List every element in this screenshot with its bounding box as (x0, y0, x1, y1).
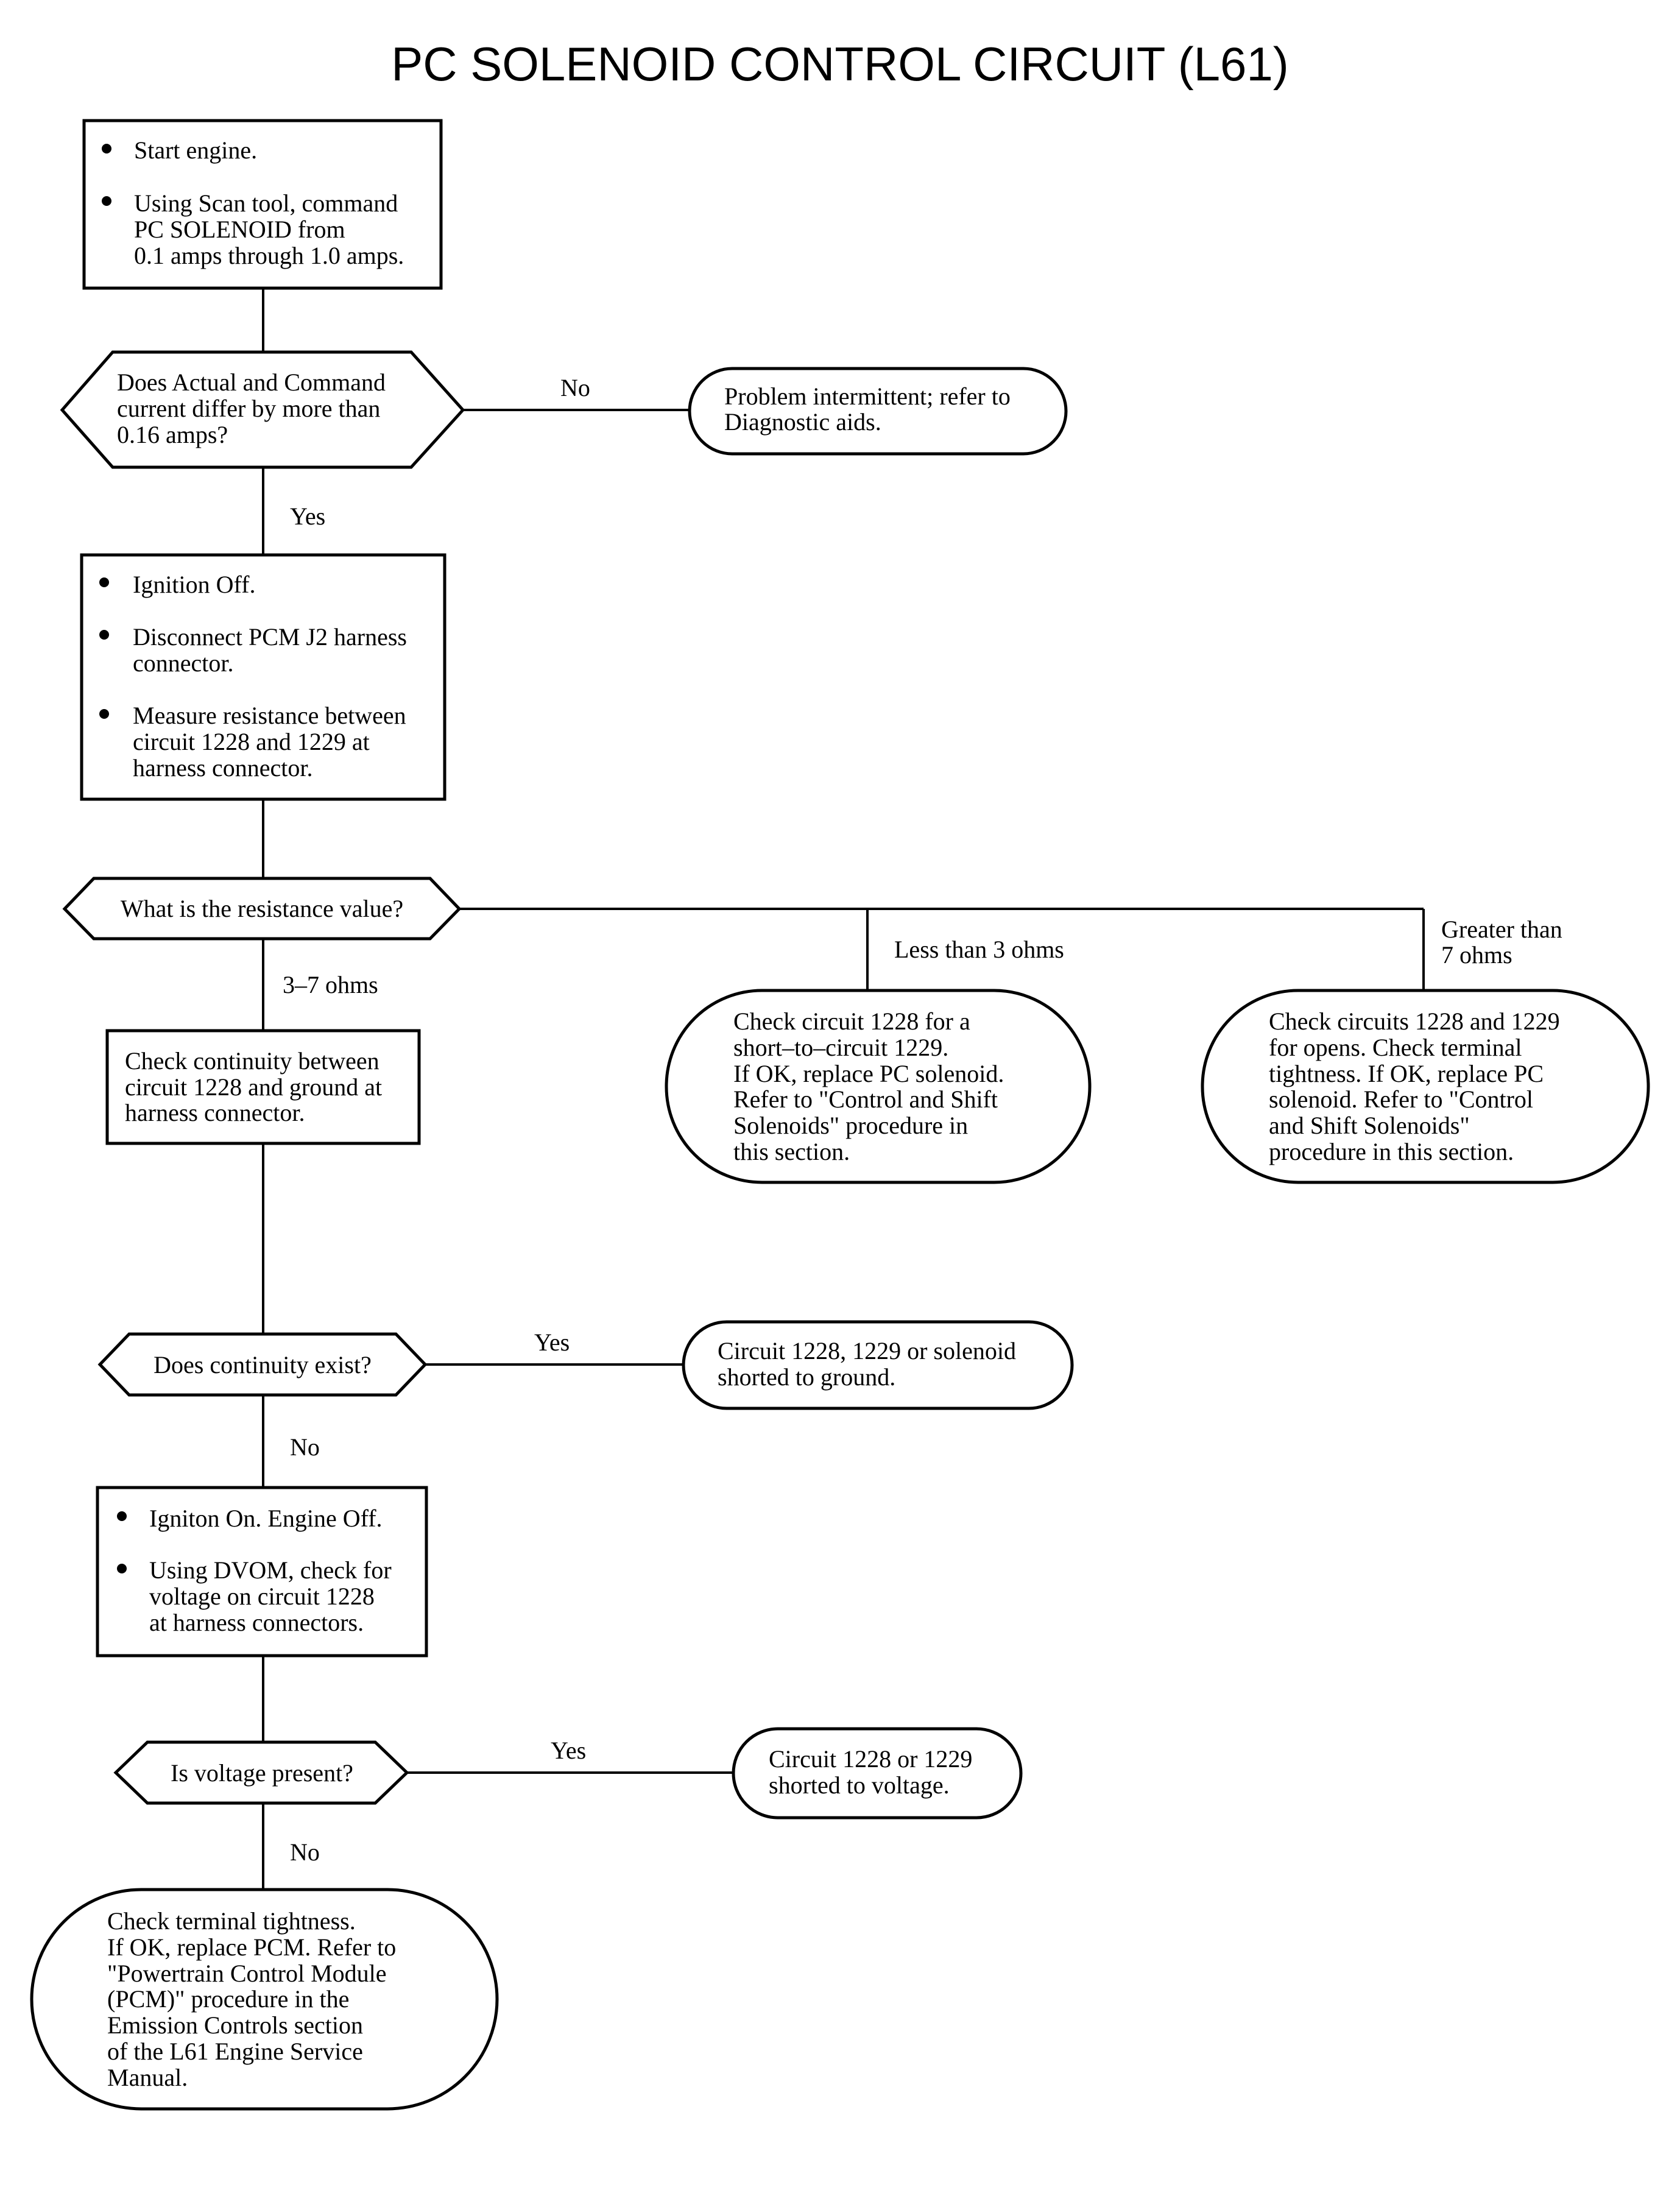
decision-resistance-diamond (62, 877, 462, 941)
bullet-dot (117, 1564, 127, 1573)
final-result-terminal (30, 1888, 499, 2111)
bullet-dot (99, 630, 109, 640)
voltage-box (96, 1486, 428, 1658)
open-result-terminal (1201, 989, 1650, 1184)
branch-label-greater-than-7: Greater than 7 ohms (1441, 916, 1569, 969)
bullet-dot (99, 577, 109, 587)
decision-voltage-text: Is voltage present? (171, 1759, 353, 1787)
bullet-dot (102, 196, 111, 206)
page-title: PC SOLENOID CONTROL CIRCUIT (L61) (391, 37, 1289, 91)
branch-label-no: No (290, 1838, 320, 1866)
short-result-text: Check circuit 1228 for a short–to–circui… (733, 1008, 1010, 1165)
final-result-text: Check terminal tightness. If OK, replace… (107, 1907, 402, 2091)
bullet-dot (117, 1511, 127, 1521)
intermittent-text: Problem intermittent; refer to Diagnosti… (724, 383, 1017, 436)
voltage-result-text: Circuit 1228 or 1229 shorted to voltage. (769, 1745, 978, 1799)
branch-label-yes: Yes (534, 1329, 570, 1356)
branch-label-less-than-3: Less than 3 ohms (894, 936, 1064, 963)
decision-resistance-text: What is the resistance value? (121, 895, 403, 922)
ignition-box-text: Ignition Off. Disconnect PCM J2 harness … (133, 571, 413, 782)
ignition-box (80, 553, 446, 801)
short-result-terminal (665, 989, 1092, 1184)
branch-label-yes: Yes (290, 503, 325, 530)
start-box (82, 119, 443, 290)
ground-result-text: Circuit 1228, 1229 or solenoid shorted t… (718, 1337, 1022, 1391)
decision-continuity-diamond (97, 1332, 428, 1397)
voltage-box-text: Igniton On. Engine Off. Using DVOM, chec… (149, 1505, 398, 1636)
continuity-box-text: Check continuity between circuit 1228 an… (125, 1047, 388, 1126)
open-result-text: Check circuits 1228 and 1229 for opens. … (1269, 1008, 1566, 1165)
decision-current-diamond (60, 350, 465, 469)
continuity-box (105, 1029, 421, 1145)
decision-voltage-diamond (113, 1740, 409, 1805)
bullet-dot (102, 144, 111, 154)
intermittent-terminal (688, 367, 1068, 456)
decision-current-text: Does Actual and Command current differ b… (117, 369, 392, 448)
connectors (262, 288, 1425, 1890)
branch-label-no: No (290, 1433, 320, 1461)
branch-label-3-7-ohms: 3–7 ohms (283, 971, 378, 998)
voltage-result-terminal (732, 1727, 1023, 1820)
start-box-text: Start engine. Using Scan tool, command P… (134, 136, 404, 269)
branch-label-yes: Yes (551, 1737, 586, 1764)
ground-result-terminal (682, 1320, 1074, 1410)
decision-continuity-text: Does continuity exist? (154, 1351, 372, 1379)
bullets (99, 144, 127, 1573)
bullet-dot (99, 709, 109, 719)
branch-label-no: No (560, 374, 590, 401)
